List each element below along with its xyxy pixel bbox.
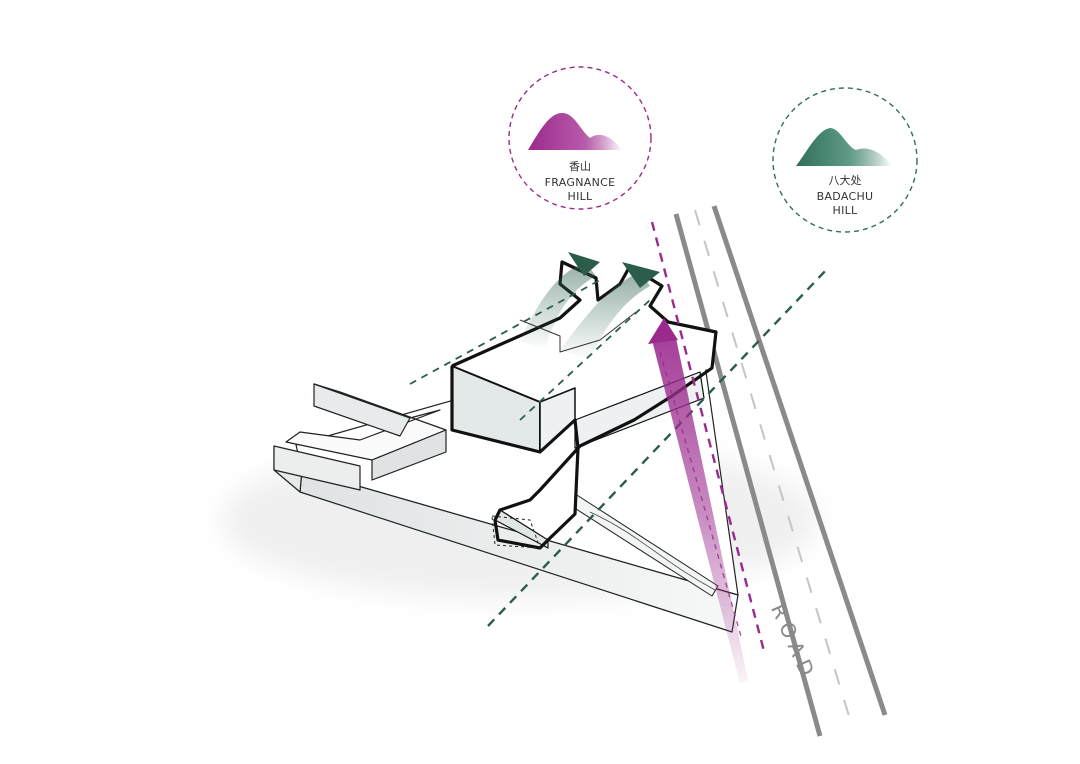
badachu-hill-cn: 八大处 (828, 174, 862, 187)
purple-arrowhead (648, 318, 678, 344)
purple-axis-line (650, 221, 767, 656)
fragnance-mountain-icon (528, 112, 622, 150)
green-sightline-a (409, 279, 601, 385)
fragnance-hill-circle (508, 66, 652, 210)
green-flow-1 (520, 262, 596, 350)
fragnance-hill-badge (508, 66, 652, 210)
badachu-hill-circle (772, 87, 918, 233)
fragnance-hill-cn: 香山 (569, 160, 591, 173)
fragnance-hill-en2: HILL (567, 190, 593, 203)
left-wall (273, 383, 447, 491)
badachu-hill-label: 八大处 BADACHU HILL (795, 174, 895, 218)
road-center-dashes (694, 209, 853, 727)
green-flow-2 (560, 272, 650, 360)
green-sightline-b (519, 299, 651, 421)
fragnance-hill-label: 香山 FRAGNANCE HILL (530, 160, 630, 204)
wedge-ramp (589, 511, 716, 591)
left-wall-face-b (371, 429, 447, 481)
left-wall-top (285, 383, 447, 461)
building-roof (452, 262, 716, 540)
left-wall-face-a (313, 383, 411, 437)
left-wall-face-c (273, 445, 361, 491)
fragnance-hill-en1: FRAGNANCE (544, 176, 616, 189)
green-arrowhead-1 (568, 252, 600, 276)
green-arrowhead-2 (622, 262, 660, 288)
road (673, 205, 888, 737)
green-view-flows (409, 252, 660, 421)
road-edge-right (711, 205, 888, 716)
green-axis-line (487, 267, 829, 627)
badachu-hill-en1: BADACHU (816, 190, 874, 203)
road-edge-left (673, 213, 823, 737)
purple-flow-band (652, 338, 748, 684)
badachu-mountain-icon (796, 128, 892, 166)
badachu-hill-en2: HILL (832, 204, 858, 217)
purple-axis (648, 221, 767, 684)
dashed-void (491, 515, 541, 549)
badachu-hill-badge (772, 87, 918, 233)
